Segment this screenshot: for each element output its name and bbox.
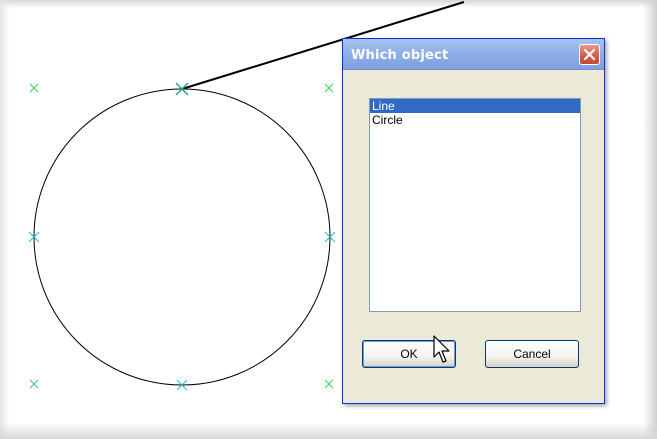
frame-shadow (643, 0, 657, 439)
snap-marker-icon (29, 379, 39, 389)
close-x-icon (583, 48, 596, 61)
snap-marker-icon (324, 83, 334, 93)
snap-marker-icon (28, 231, 40, 243)
dialog-titlebar[interactable]: Which object (343, 39, 604, 70)
frame-shadow (0, 0, 657, 8)
snap-marker-icon (324, 231, 336, 243)
snap-marker-icon (175, 82, 189, 96)
dialog-title: Which object (351, 48, 449, 63)
close-button[interactable] (579, 44, 600, 65)
frame-shadow (0, 423, 657, 439)
circle-object[interactable] (33, 88, 331, 386)
arrow-cursor-icon (433, 335, 450, 363)
list-item-circle[interactable]: Circle (372, 113, 403, 127)
frame-shadow (0, 0, 10, 439)
cancel-button[interactable]: Cancel (485, 340, 579, 368)
snap-marker-icon (176, 379, 188, 391)
which-object-dialog: Which object Line Circle OK Cancel (342, 38, 605, 404)
snap-marker-icon (29, 83, 39, 93)
snap-marker-icon (324, 379, 334, 389)
list-item-line[interactable]: Line (370, 99, 580, 113)
object-listbox[interactable]: Line Circle (369, 98, 581, 312)
line-object[interactable] (181, 1, 465, 90)
